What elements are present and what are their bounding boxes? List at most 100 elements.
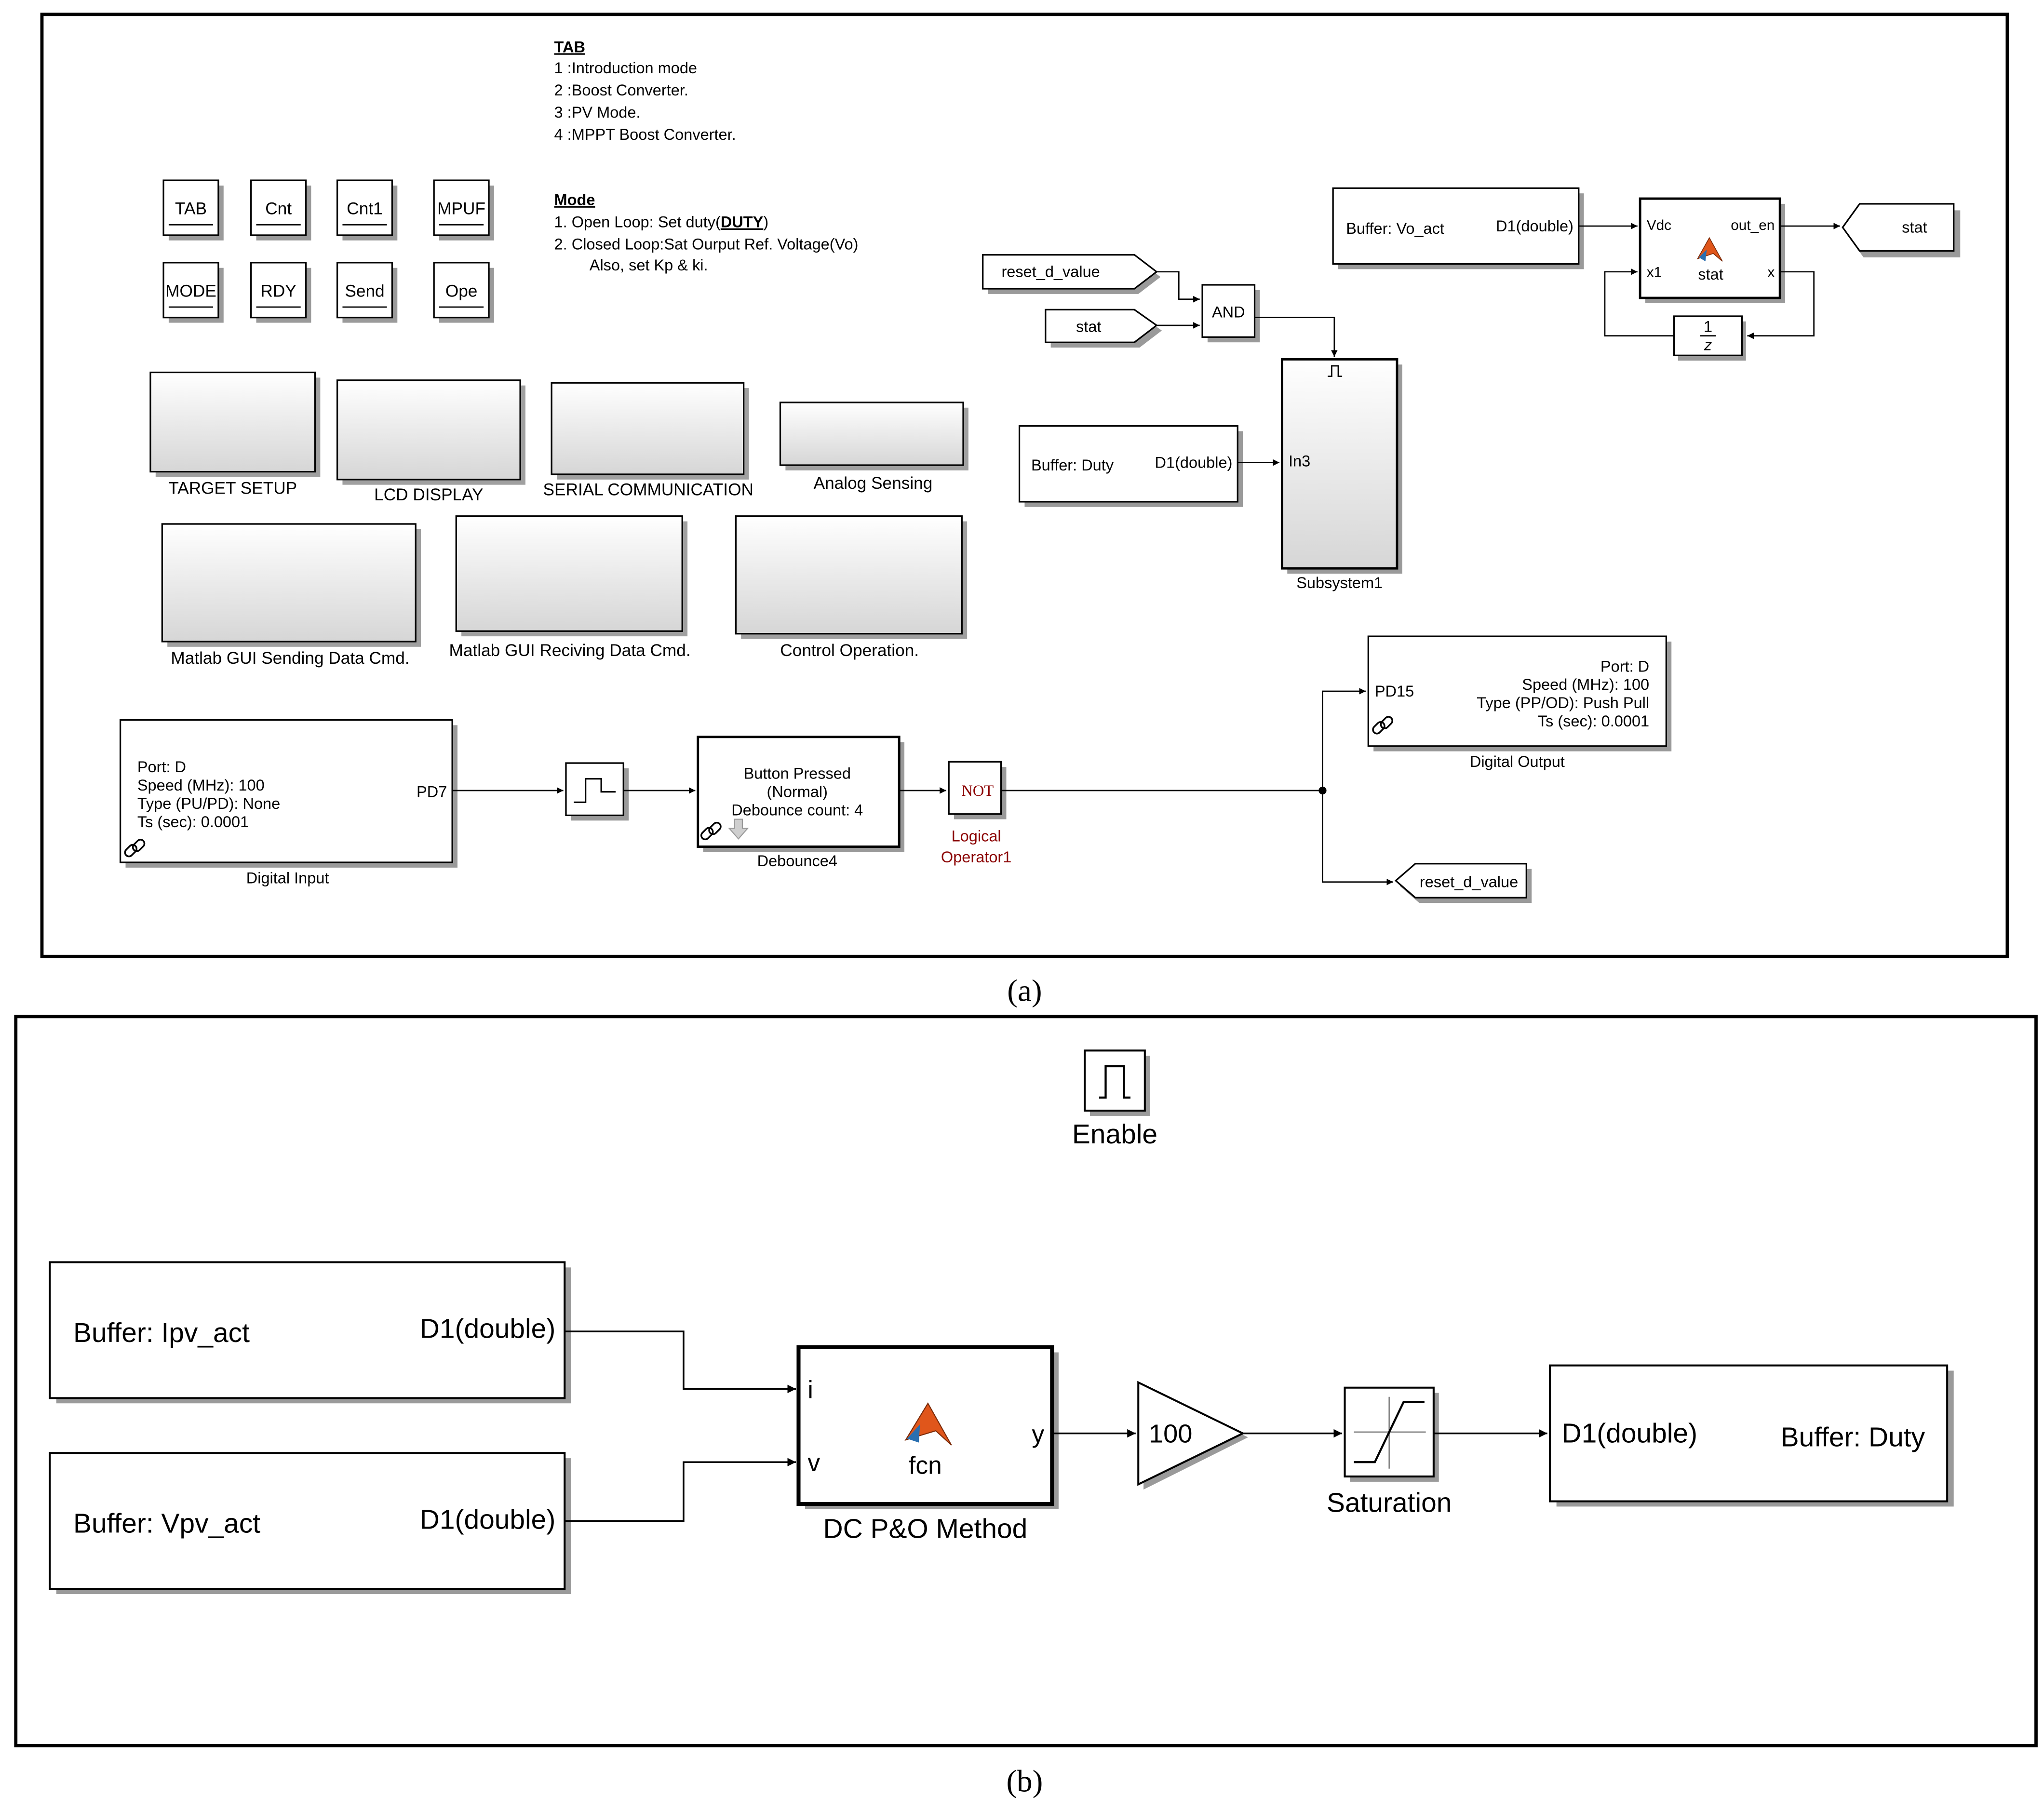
- svg-text:out_en: out_en: [1731, 217, 1775, 233]
- gain-block[interactable]: 100: [1137, 1381, 1248, 1490]
- tab-heading: TAB: [554, 38, 585, 55]
- gui-sending-subsystem[interactable]: Matlab GUI Sending Data Cmd.: [161, 523, 421, 668]
- digital-output-block[interactable]: PD15 Port: D Speed (MHz): 100 Type (PP/O…: [1367, 635, 1672, 770]
- mode-line-2: 2. Closed Loop:Sat Ourput Ref. Voltage(V…: [554, 236, 859, 253]
- svg-text:Send: Send: [345, 282, 384, 300]
- enable-icon: [1099, 1065, 1130, 1099]
- svg-text:Cnt: Cnt: [265, 200, 292, 218]
- svg-text:x1: x1: [1647, 265, 1662, 281]
- svg-text:1: 1: [1704, 318, 1712, 335]
- svg-text:D1(double): D1(double): [1496, 217, 1573, 235]
- svg-text:Type (PP/OD): Push Pull: Type (PP/OD): Push Pull: [1477, 694, 1649, 711]
- svg-text:NOT: NOT: [961, 782, 994, 800]
- unit-delay-block[interactable]: 1 z: [1673, 315, 1746, 361]
- mpuf-button[interactable]: MPUF: [433, 179, 494, 241]
- mode-line-3: Also, set Kp & ki.: [590, 256, 708, 274]
- goto-stat-tag[interactable]: stat: [1842, 203, 1961, 258]
- svg-text:Port: D: Port: D: [1600, 657, 1649, 675]
- svg-text:Debounce4: Debounce4: [757, 852, 837, 870]
- svg-text:PD15: PD15: [1375, 683, 1414, 700]
- subsystem1-block[interactable]: In3 Subsystem1: [1280, 358, 1402, 591]
- subsystem-blocks: TARGET SETUP LCD DISPLAY SERIAL COMMUNIC…: [149, 371, 968, 668]
- saturation-block[interactable]: Saturation: [1327, 1386, 1452, 1518]
- dc-po-method-block[interactable]: i v y fcn DC P&O Method: [796, 1345, 1059, 1544]
- svg-text:PD7: PD7: [417, 783, 447, 801]
- svg-text:Type (PU/PD): None: Type (PU/PD): None: [137, 795, 280, 812]
- mode-heading: Mode: [554, 191, 595, 209]
- ope-button[interactable]: Ope: [433, 262, 494, 323]
- svg-text:reset_d_value: reset_d_value: [1001, 263, 1100, 281]
- svg-text:Digital Input: Digital Input: [246, 869, 329, 886]
- cnt-button[interactable]: Cnt: [250, 179, 311, 241]
- svg-text:y: y: [1032, 1420, 1044, 1448]
- tab-button[interactable]: TAB: [162, 179, 224, 241]
- subsystem-label: LCD DISPLAY: [374, 485, 483, 504]
- svg-text:stat: stat: [1076, 318, 1101, 335]
- from-reset-tag[interactable]: reset_d_value: [982, 254, 1161, 294]
- subsystem-label: Analog Sensing: [814, 474, 933, 493]
- svg-text:In3: In3: [1289, 453, 1310, 470]
- svg-text:TAB: TAB: [175, 200, 207, 218]
- svg-text:D1(double): D1(double): [1562, 1418, 1698, 1449]
- target-setup-subsystem[interactable]: TARGET SETUP: [149, 371, 321, 498]
- link-icon: [700, 821, 722, 841]
- svg-text:stat: stat: [1698, 266, 1723, 283]
- tab-item: 3 :PV Mode.: [554, 104, 641, 121]
- svg-text:Speed (MHz): 100: Speed (MHz): 100: [1522, 676, 1649, 693]
- ipv-act-buffer-block[interactable]: Buffer: Ipv_act D1(double): [49, 1261, 571, 1404]
- step-signal-block[interactable]: [565, 762, 629, 821]
- svg-text:Speed (MHz): 100: Speed (MHz): 100: [137, 777, 265, 794]
- down-arrow-icon: [728, 818, 749, 840]
- enable-icon: [1328, 365, 1343, 377]
- signal-lines-b: [565, 1330, 1547, 1522]
- panel-b: Enable Buffer: Ipv_act D1(double) Buffer…: [14, 1015, 2038, 1798]
- goto-reset-tag[interactable]: reset_d_value: [1394, 863, 1532, 903]
- matlab-icon: [1696, 237, 1723, 262]
- subsystem-label: Matlab GUI Sending Data Cmd.: [171, 649, 409, 668]
- enable-port-block[interactable]: Enable: [1072, 1049, 1157, 1150]
- step-icon: [574, 778, 616, 803]
- svg-text:RDY: RDY: [260, 282, 296, 300]
- tab-item: 2 :Boost Converter.: [554, 81, 688, 99]
- vo-act-buffer-block[interactable]: Buffer: Vo_act D1(double): [1332, 187, 1584, 269]
- svg-text:Ope: Ope: [445, 282, 478, 300]
- debounce-block[interactable]: Button Pressed (Normal) Debounce count: …: [697, 736, 905, 870]
- digital-input-block[interactable]: Port: D Speed (MHz): 100 Type (PU/PD): N…: [120, 719, 457, 887]
- svg-text:Button Pressed: Button Pressed: [744, 765, 851, 782]
- svg-text:DC P&O Method: DC P&O Method: [823, 1513, 1028, 1544]
- and-block[interactable]: AND: [1201, 284, 1260, 343]
- gui-receiving-subsystem[interactable]: Matlab GUI Reciving Data Cmd.: [449, 515, 691, 660]
- duty-buffer-out-block[interactable]: D1(double) Buffer: Duty: [1549, 1364, 1954, 1507]
- svg-text:100: 100: [1149, 1420, 1192, 1449]
- cnt1-button[interactable]: Cnt1: [336, 179, 398, 241]
- lcd-display-subsystem[interactable]: LCD DISPLAY: [336, 379, 525, 504]
- link-icon: [124, 839, 146, 858]
- svg-text:Saturation: Saturation: [1327, 1487, 1452, 1518]
- svg-text:MPUF: MPUF: [437, 200, 485, 218]
- panel-a-caption: (a): [1007, 973, 1042, 1008]
- rdy-button[interactable]: RDY: [250, 262, 311, 323]
- stat-function-block[interactable]: Vdc x1 out_en x stat: [1639, 197, 1786, 303]
- panel-b-caption: (b): [1006, 1764, 1043, 1798]
- subsystem-label: TARGET SETUP: [168, 479, 297, 498]
- send-button[interactable]: Send: [336, 262, 398, 323]
- control-operation-subsystem[interactable]: Control Operation.: [735, 515, 968, 660]
- svg-text:Debounce count: 4: Debounce count: 4: [731, 801, 863, 818]
- signal-lines-a: [452, 223, 1840, 885]
- svg-text:Buffer: Duty: Buffer: Duty: [1031, 456, 1114, 474]
- subsystem-label: Control Operation.: [780, 641, 919, 660]
- duty-buffer-block[interactable]: Buffer: Duty D1(double): [1018, 425, 1243, 507]
- from-stat-tag[interactable]: stat: [1045, 309, 1162, 348]
- svg-text:Logical: Logical: [952, 828, 1001, 845]
- svg-text:MODE: MODE: [165, 282, 216, 300]
- svg-text:z: z: [1704, 336, 1712, 353]
- serial-communication-subsystem[interactable]: SERIAL COMMUNICATION: [543, 382, 753, 499]
- not-logical-operator-block[interactable]: NOT Logical Operator1: [941, 761, 1011, 866]
- analog-sensing-subsystem[interactable]: Analog Sensing: [779, 402, 968, 493]
- subsystem-label: SERIAL COMMUNICATION: [543, 480, 753, 499]
- svg-text:stat: stat: [1902, 219, 1927, 236]
- vpv-act-buffer-block[interactable]: Buffer: Vpv_act D1(double): [49, 1452, 571, 1595]
- panel-a: TAB 1 :Introduction mode 2 :Boost Conver…: [40, 13, 2009, 1008]
- mode-button[interactable]: MODE: [162, 262, 224, 323]
